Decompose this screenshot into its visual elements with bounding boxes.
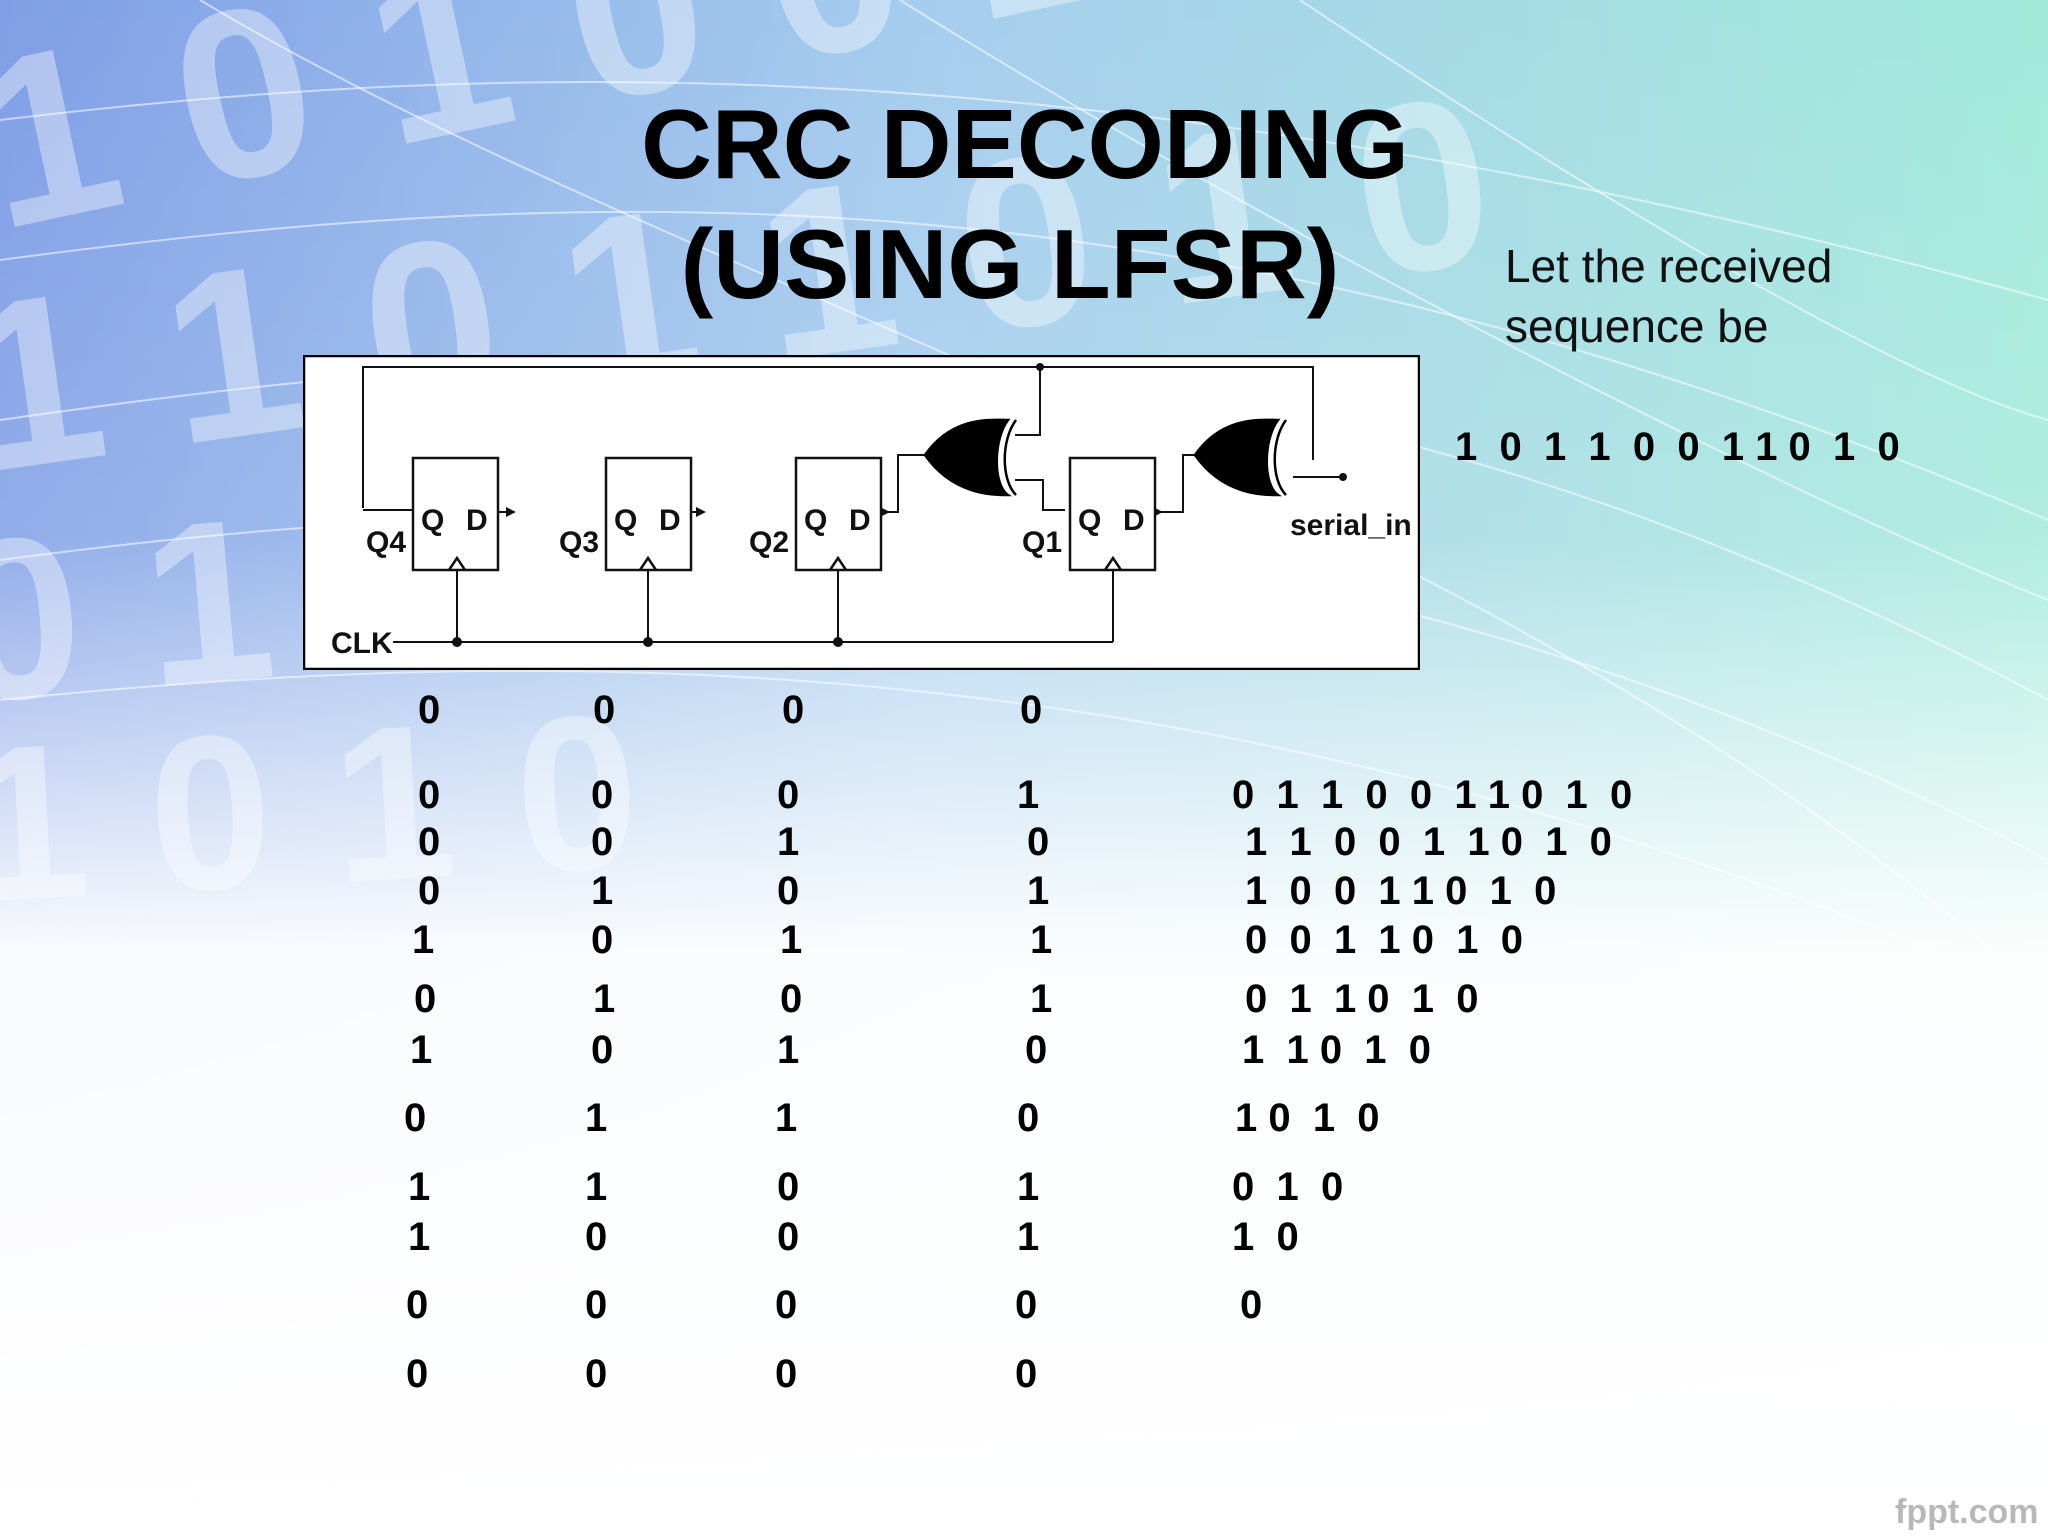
flip-flop-q2 xyxy=(794,456,883,572)
state-q3-cell: 0 xyxy=(585,1283,608,1327)
fppt-watermark: fppt.com xyxy=(1895,1493,2039,1531)
remaining-bits-cell: 1 1 0 0 1 1 0 1 0 xyxy=(1245,820,1612,864)
state-q4-cell: 0 xyxy=(418,773,441,817)
state-q2-cell: 0 xyxy=(777,1215,800,1259)
ff2-q-label: Q xyxy=(804,504,827,537)
q3-label: Q3 xyxy=(559,526,599,559)
state-q1-cell: 0 xyxy=(1025,1028,1048,1072)
state-q4-cell: 0 xyxy=(418,820,441,864)
state-q1-cell: 1 xyxy=(1017,773,1040,817)
state-q2-cell: 1 xyxy=(777,1028,800,1072)
feedback-wire xyxy=(362,366,1314,508)
state-q2-cell: 0 xyxy=(777,1165,800,1209)
ff4-d-label: D xyxy=(466,504,488,537)
state-q2-cell: 0 xyxy=(780,977,803,1021)
state-q3-cell: 0 xyxy=(593,688,616,732)
state-q3-cell: 1 xyxy=(593,977,616,1021)
state-q2-cell: 1 xyxy=(775,1096,798,1140)
state-q4-cell: 1 xyxy=(408,1165,431,1209)
state-q4-cell: 1 xyxy=(408,1215,431,1259)
state-q4-cell: 0 xyxy=(406,1352,429,1396)
state-q1-cell: 0 xyxy=(1015,1283,1038,1327)
state-q1-cell: 0 xyxy=(1017,1096,1040,1140)
xor-gate-1 xyxy=(923,418,1018,497)
intro-line-1: Let the received xyxy=(1505,240,1833,292)
serial-in-label: serial_in xyxy=(1290,509,1412,542)
ff4-q-label: Q xyxy=(421,504,444,537)
received-sequence: 1 0 1 1 0 0 1 1 0 1 0 xyxy=(1455,425,1900,469)
state-q1-cell: 1 xyxy=(1030,977,1053,1021)
clk-label: CLK xyxy=(331,627,393,660)
remaining-bits-cell: 0 xyxy=(1240,1283,1263,1327)
state-q2-cell: 0 xyxy=(777,869,800,913)
q1-label: Q1 xyxy=(1022,526,1062,559)
state-q2-cell: 1 xyxy=(780,918,803,962)
lfsr-circuit-diagram: Q D Q D Q D Q D Q4 Q3 Q2 Q1 serial_in CL… xyxy=(303,355,1420,670)
xor-gate-2 xyxy=(1193,418,1288,497)
remaining-bits-cell: 0 0 1 1 0 1 0 xyxy=(1245,918,1523,962)
state-q3-cell: 1 xyxy=(591,869,614,913)
state-q3-cell: 0 xyxy=(585,1215,608,1259)
state-q4-cell: 0 xyxy=(404,1096,427,1140)
state-q3-cell: 0 xyxy=(591,918,614,962)
state-q2-cell: 0 xyxy=(775,1352,798,1396)
q4-label: Q4 xyxy=(366,526,406,559)
remaining-bits-cell: 1 0 xyxy=(1232,1215,1299,1259)
state-q1-cell: 1 xyxy=(1017,1165,1040,1209)
ff3-q-label: Q xyxy=(614,504,637,537)
flip-flop-q1 xyxy=(1068,456,1157,572)
state-q1-cell: 0 xyxy=(1020,688,1043,732)
remaining-bits-cell: 1 0 1 0 xyxy=(1235,1096,1380,1140)
svg-text:1 0 1 0: 1 0 1 0 xyxy=(0,668,644,949)
state-q2-cell: 1 xyxy=(777,820,800,864)
q2-label: Q2 xyxy=(749,526,789,559)
ff3-d-label: D xyxy=(659,504,681,537)
title-line-1: CRC DECODING xyxy=(641,89,1409,199)
ff1-d-label: D xyxy=(1123,504,1145,537)
state-q3-cell: 0 xyxy=(591,773,614,817)
state-q4-cell: 1 xyxy=(412,918,435,962)
ff1-q-label: Q xyxy=(1078,504,1101,537)
flip-flop-q4 xyxy=(411,456,500,572)
state-q4-cell: 0 xyxy=(418,688,441,732)
state-q1-cell: 1 xyxy=(1027,869,1050,913)
remaining-bits-cell: 0 1 0 xyxy=(1232,1165,1344,1209)
state-q3-cell: 0 xyxy=(591,1028,614,1072)
title-line-2: (USING LFSR) xyxy=(680,209,1340,319)
remaining-bits-cell: 1 1 0 1 0 xyxy=(1242,1028,1432,1072)
state-q4-cell: 0 xyxy=(414,977,437,1021)
state-q1-cell: 1 xyxy=(1030,918,1053,962)
state-q4-cell: 0 xyxy=(406,1283,429,1327)
remaining-bits-cell: 0 1 1 0 1 0 xyxy=(1245,977,1479,1021)
ff2-d-label: D xyxy=(849,504,871,537)
state-q4-cell: 0 xyxy=(418,869,441,913)
state-q2-cell: 0 xyxy=(775,1283,798,1327)
remaining-bits-cell: 0 1 1 0 0 1 1 0 1 0 xyxy=(1232,773,1633,817)
state-q4-cell: 1 xyxy=(410,1028,433,1072)
flip-flop-q3 xyxy=(604,456,693,572)
state-q1-cell: 1 xyxy=(1017,1215,1040,1259)
intro-line-2: sequence be xyxy=(1505,300,1769,352)
state-q2-cell: 0 xyxy=(777,773,800,817)
state-q3-cell: 0 xyxy=(591,820,614,864)
state-q3-cell: 0 xyxy=(585,1352,608,1396)
state-q3-cell: 1 xyxy=(585,1096,608,1140)
remaining-bits-cell: 1 0 0 1 1 0 1 0 xyxy=(1245,869,1557,913)
state-q1-cell: 0 xyxy=(1015,1352,1038,1396)
state-q3-cell: 1 xyxy=(585,1165,608,1209)
state-q2-cell: 0 xyxy=(782,688,805,732)
state-q1-cell: 0 xyxy=(1027,820,1050,864)
